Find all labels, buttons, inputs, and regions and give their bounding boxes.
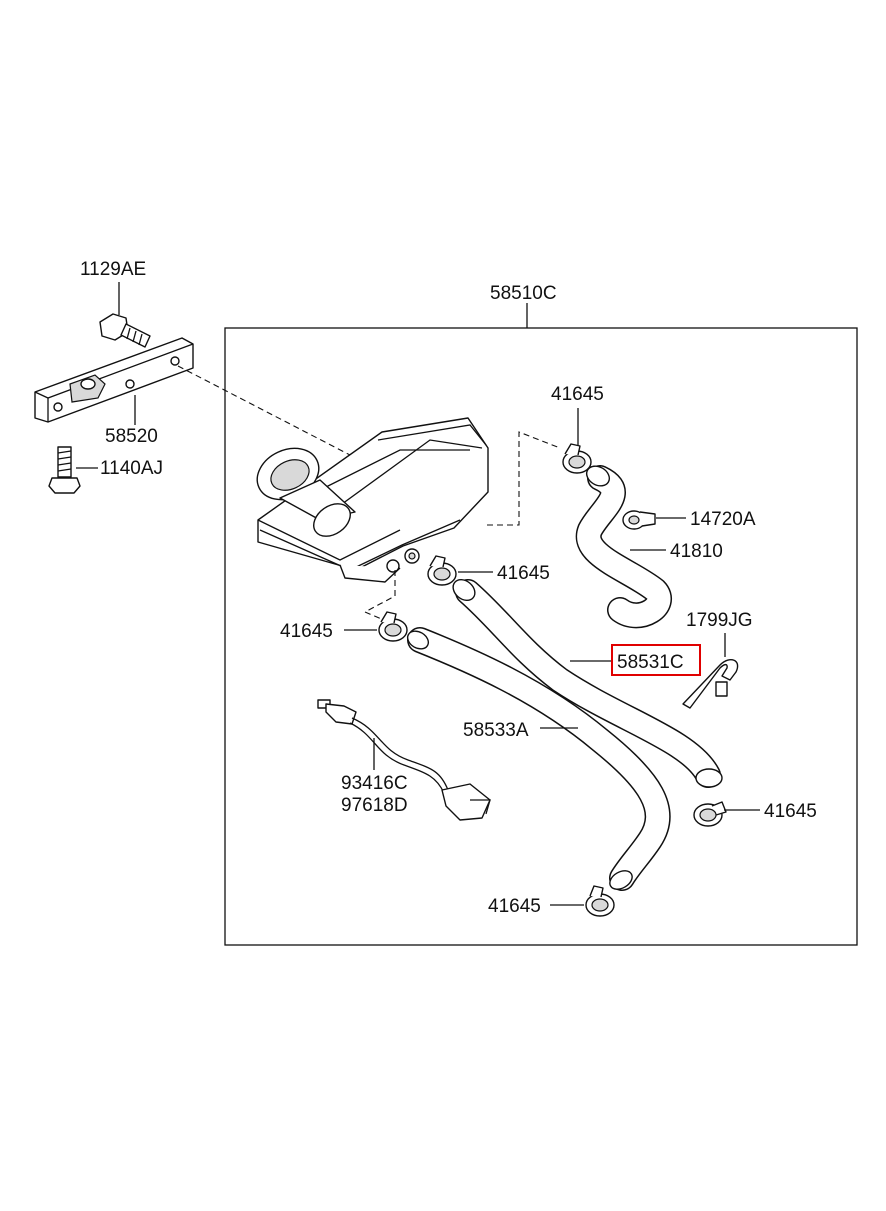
- label-1799jg: 1799JG: [686, 610, 753, 631]
- label-41810: 41810: [670, 541, 723, 562]
- sensor-harness-icon: [317, 699, 491, 821]
- label-41645-left: 41645: [280, 621, 333, 642]
- label-58531c: 58531C: [617, 652, 684, 673]
- clamp-top-icon: [562, 443, 592, 474]
- label-93416c: 93416C: [341, 773, 408, 794]
- label-58510c: 58510C: [490, 283, 557, 304]
- module-dash-line: [487, 431, 561, 526]
- reservoir-module-icon: [256, 417, 489, 583]
- label-1140aj: 1140AJ: [100, 458, 163, 479]
- clamp-bottom-icon: [585, 885, 615, 917]
- hose-58533a-icon: [406, 627, 671, 891]
- label-58520: 58520: [105, 426, 158, 447]
- clamp-left-icon: [378, 611, 408, 642]
- hose-58531c-icon: [452, 578, 723, 788]
- label-41645-mid: 41645: [497, 563, 550, 584]
- label-14720a: 14720A: [690, 509, 756, 530]
- highlight-box: [611, 644, 701, 676]
- label-41645-top: 41645: [551, 384, 604, 405]
- clamp-right-icon: [693, 801, 727, 827]
- bracket-dash-line: [177, 365, 351, 456]
- bracket-icon: [34, 337, 194, 423]
- label-1129ae: 1129AE: [80, 259, 146, 280]
- clamp-mid-icon: [427, 555, 457, 586]
- assembly-frame: [224, 327, 858, 946]
- tie-1799jg-icon: [682, 658, 739, 709]
- bolt-top-icon: [99, 313, 151, 348]
- label-97618d: 97618D: [341, 795, 408, 816]
- label-41645-right: 41645: [764, 801, 817, 822]
- label-58533a: 58533A: [463, 720, 529, 741]
- hose-41810-icon: [575, 465, 672, 629]
- bolt-bottom-icon: [48, 446, 81, 494]
- module-dash-line-2: [363, 570, 396, 621]
- label-41645-bottom: 41645: [488, 896, 541, 917]
- clip-14720a-icon: [622, 510, 656, 530]
